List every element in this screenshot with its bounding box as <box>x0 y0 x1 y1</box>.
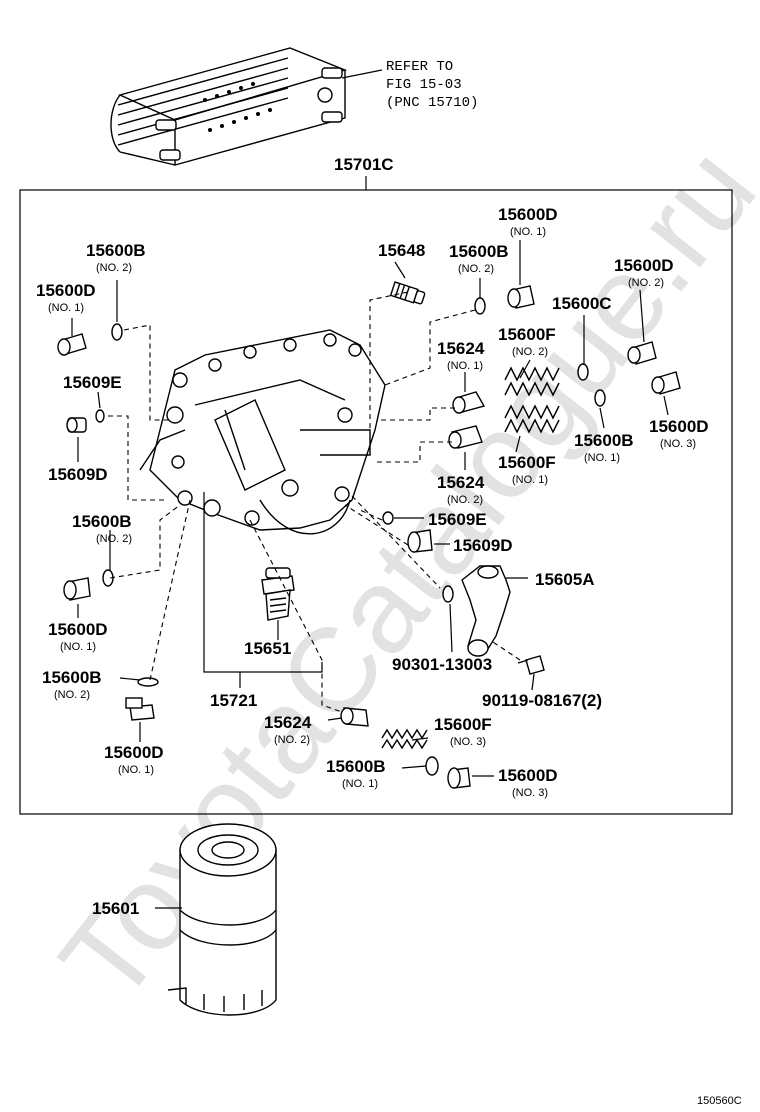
reference-line-1: REFER TO <box>386 59 453 75</box>
label-15624-no2[interactable]: 15624 <box>437 473 485 492</box>
sub-15624-no2: (NO. 2) <box>447 494 483 506</box>
label-15600F-no2[interactable]: 15600F <box>498 325 556 344</box>
label-15600B-no1-low[interactable]: 15600B <box>326 757 386 776</box>
sub-15624-no2-low: (NO. 2) <box>274 734 310 746</box>
label-15600D-no3-right[interactable]: 15600D <box>649 417 709 436</box>
oil-cooler-drawing <box>110 47 348 166</box>
assembly-frame <box>19 189 733 815</box>
diagram-id: 150560C <box>697 1095 742 1107</box>
label-15600B-no2-low[interactable]: 15600B <box>42 668 102 687</box>
sub-15624-no1: (NO. 1) <box>447 360 483 372</box>
label-90119-08167[interactable]: 90119-08167(2) <box>482 691 602 710</box>
label-15609D-left[interactable]: 15609D <box>48 465 108 484</box>
label-15648[interactable]: 15648 <box>378 241 425 260</box>
label-15600D-no1-low[interactable]: 15600D <box>104 743 164 762</box>
reference-line-2: FIG 15-03 <box>386 77 462 93</box>
sub-15600F-no1: (NO. 1) <box>512 474 548 486</box>
small-parts <box>57 281 681 789</box>
label-15600D-no1-top[interactable]: 15600D <box>498 205 558 224</box>
sub-15600B-no2-left: (NO. 2) <box>96 262 132 274</box>
reference-line-3: (PNC 15710) <box>386 95 478 111</box>
label-15651[interactable]: 15651 <box>244 639 291 658</box>
sub-15600B-no2-top: (NO. 2) <box>458 263 494 275</box>
sub-15600D-no3-right: (NO. 3) <box>660 438 696 450</box>
sub-15600B-no2-low: (NO. 2) <box>54 689 90 701</box>
sub-15600D-no1-left: (NO. 1) <box>48 302 84 314</box>
housing-drawing <box>139 329 386 535</box>
label-15600D-no1-mid[interactable]: 15600D <box>48 620 108 639</box>
label-15600C[interactable]: 15600C <box>552 294 612 313</box>
part-labels: 15600D (NO. 1) 15648 15600B (NO. 2) 1560… <box>36 205 709 918</box>
sub-15600D-no3-low: (NO. 3) <box>512 787 548 799</box>
sub-15600F-no3: (NO. 3) <box>450 736 486 748</box>
dashed-guides <box>108 291 521 713</box>
sub-15600B-no1-right: (NO. 1) <box>584 452 620 464</box>
label-15624-no1[interactable]: 15624 <box>437 339 485 358</box>
sub-15600F-no2: (NO. 2) <box>512 346 548 358</box>
label-15600F-no1[interactable]: 15600F <box>498 453 556 472</box>
label-15701C[interactable]: 15701C <box>334 155 394 174</box>
label-15609E-right[interactable]: 15609E <box>428 510 487 529</box>
label-15600B-no2-mid[interactable]: 15600B <box>72 512 132 531</box>
sub-15600B-no2-mid: (NO. 2) <box>96 533 132 545</box>
sub-15600B-no1-low: (NO. 1) <box>342 778 378 790</box>
label-15600B-no1-right[interactable]: 15600B <box>574 431 634 450</box>
label-15600B-no2-left[interactable]: 15600B <box>86 241 146 260</box>
label-15609E-left[interactable]: 15609E <box>63 373 122 392</box>
sub-15600D-no1-low: (NO. 1) <box>118 764 154 776</box>
label-90301-13003[interactable]: 90301-13003 <box>392 655 492 674</box>
oil-filter-drawing <box>167 823 277 1016</box>
label-15600D-no1-left[interactable]: 15600D <box>36 281 96 300</box>
label-15600D-no3-low[interactable]: 15600D <box>498 766 558 785</box>
label-15609D-right[interactable]: 15609D <box>453 536 513 555</box>
sub-15600D-no2: (NO. 2) <box>628 277 664 289</box>
label-15601[interactable]: 15601 <box>92 899 139 918</box>
label-15721[interactable]: 15721 <box>210 691 257 710</box>
label-15624-no2-low[interactable]: 15624 <box>264 713 312 732</box>
label-15600D-no2[interactable]: 15600D <box>614 256 674 275</box>
label-15605A[interactable]: 15605A <box>535 570 595 589</box>
label-15600F-no3[interactable]: 15600F <box>434 715 492 734</box>
sub-15600D-no1-top: (NO. 1) <box>510 226 546 238</box>
leader-lines <box>71 240 669 909</box>
sub-15600D-no1-mid: (NO. 1) <box>60 641 96 653</box>
label-15600B-no2-top[interactable]: 15600B <box>449 242 509 261</box>
